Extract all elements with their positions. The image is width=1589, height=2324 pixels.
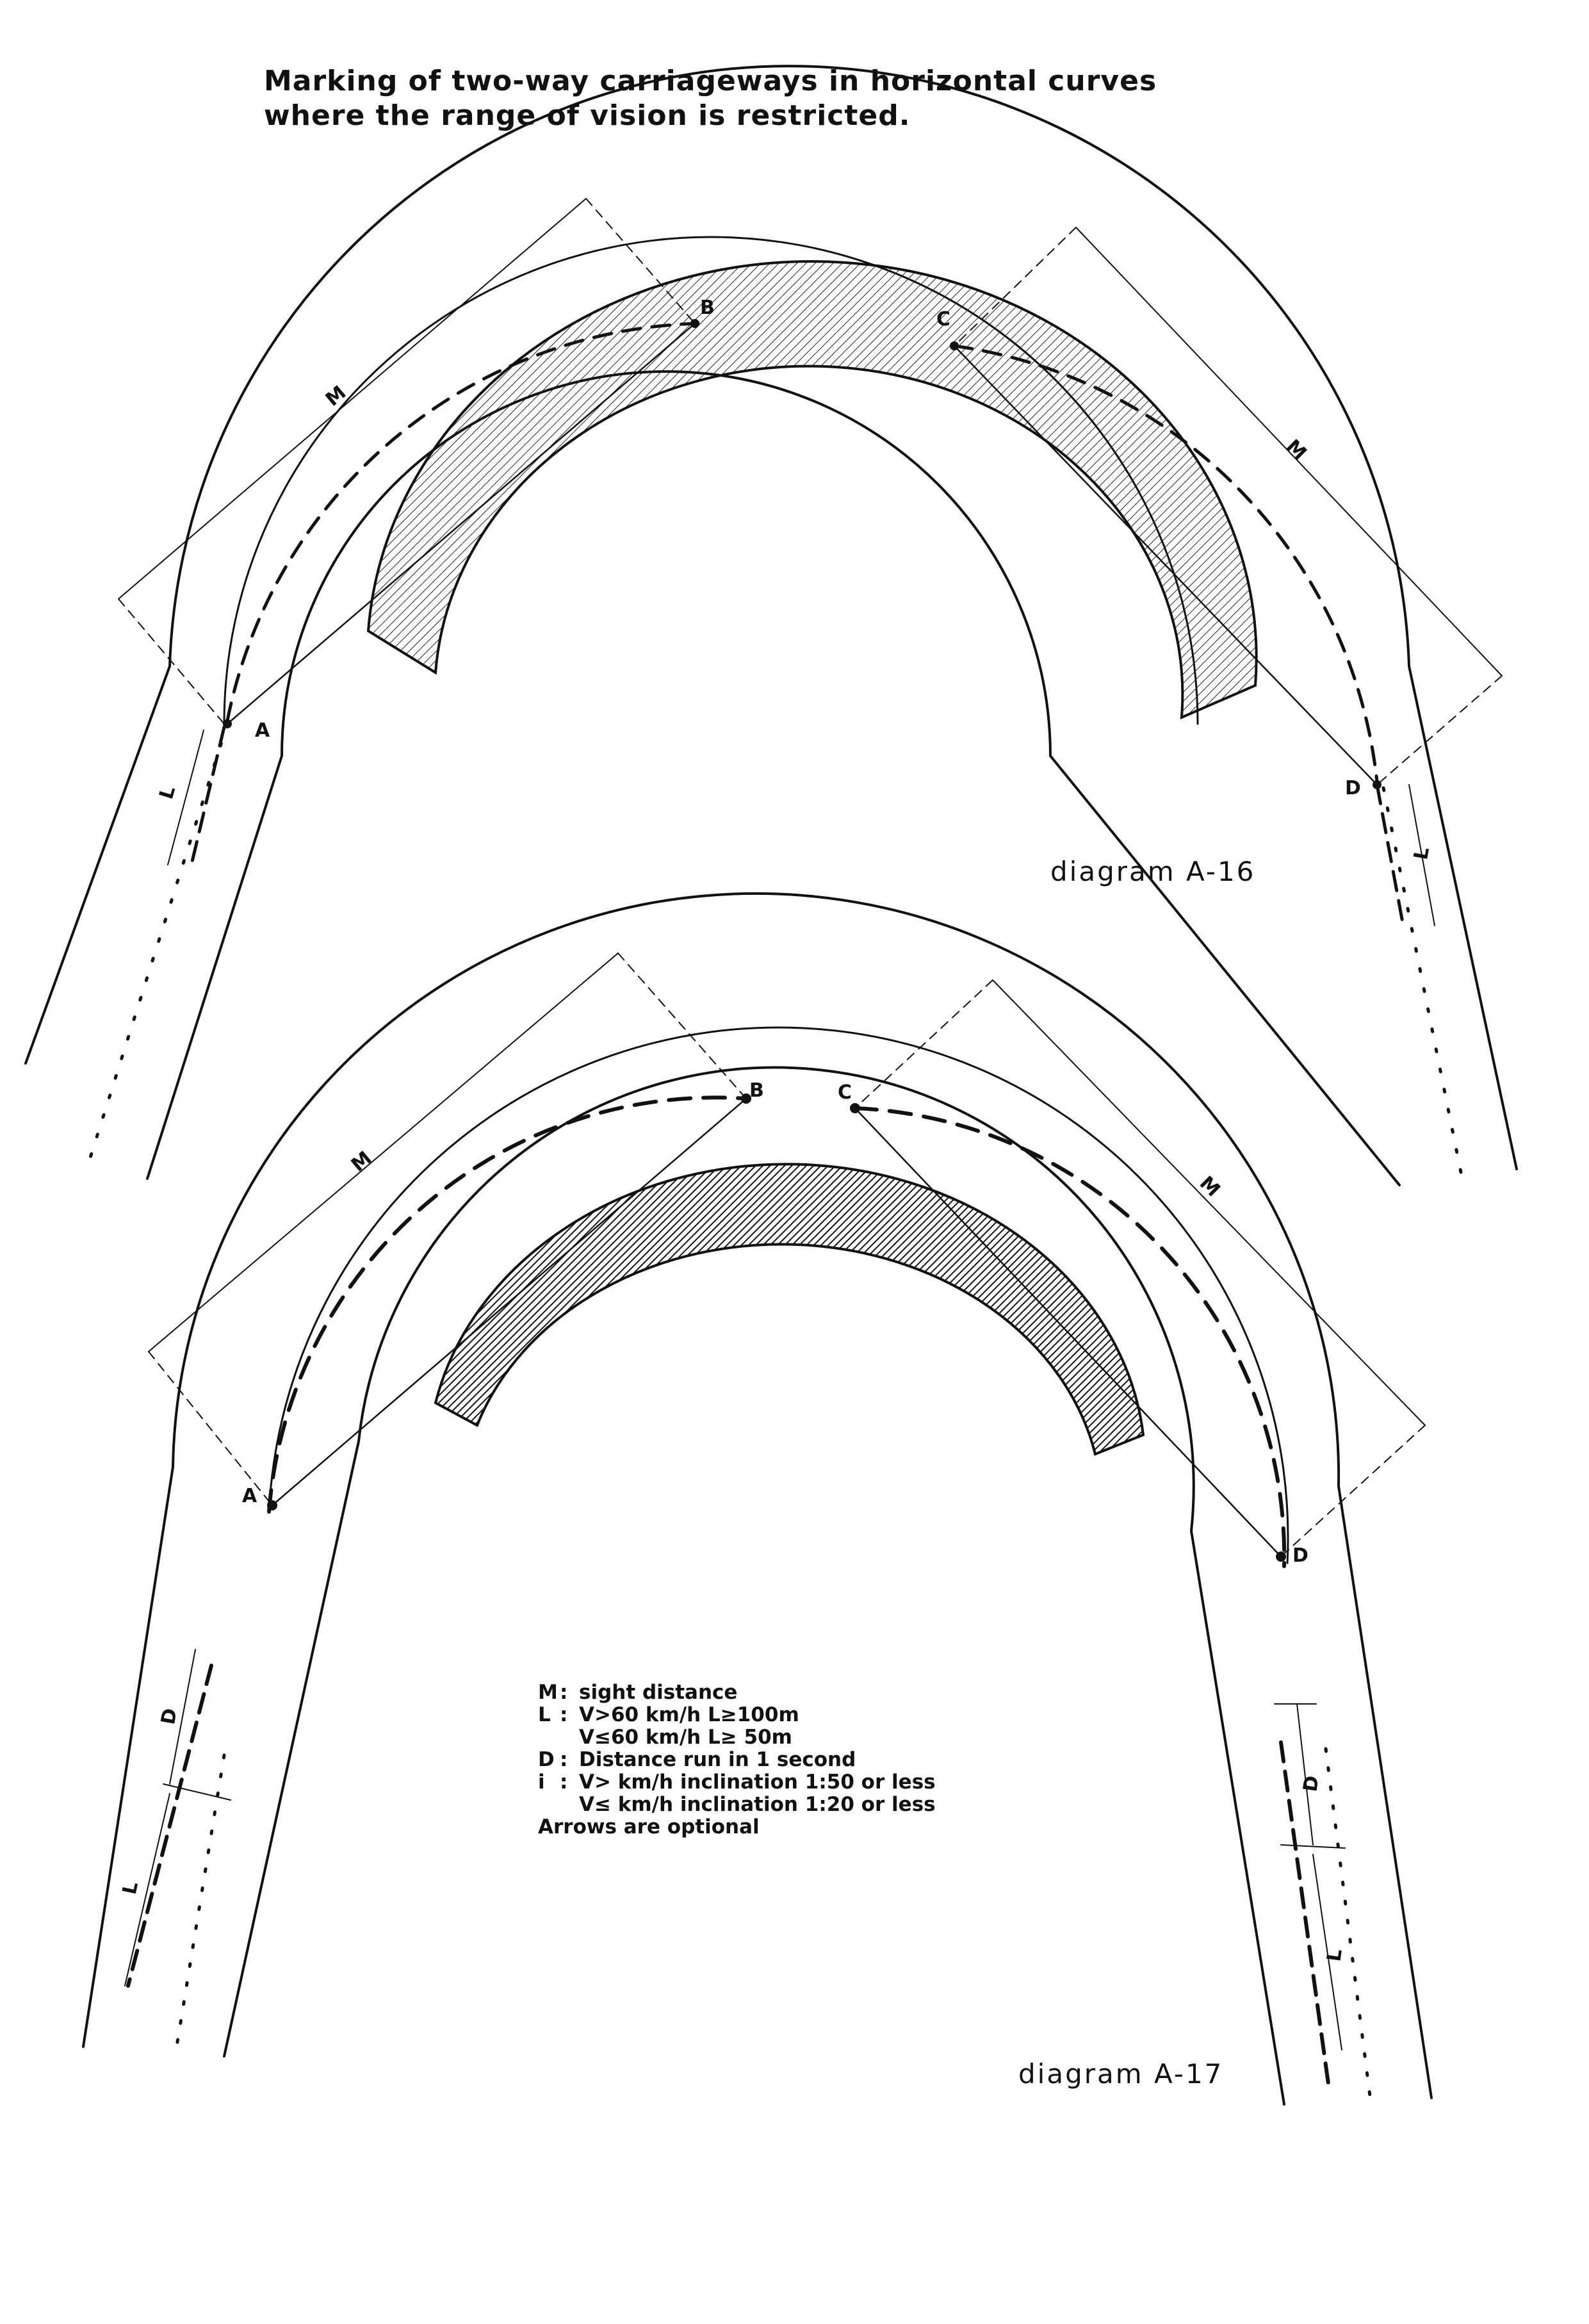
legend-row-d: D : Distance run in 1 second xyxy=(538,1749,1114,1771)
legend-row-i: i : V> km/h inclination 1:50 or less xyxy=(538,1771,1114,1794)
legend: M : sight distance L : V>60 km/h L≥100m … xyxy=(538,1682,1114,1838)
road-outer-edge xyxy=(82,892,1433,2099)
dim-m-left-ext2 xyxy=(585,198,696,324)
lane-dotted-left xyxy=(88,722,229,1161)
legend-text-i1: V> km/h inclination 1:50 or less xyxy=(579,1771,936,1794)
dim-d-right-tick2 xyxy=(1280,1844,1346,1849)
a16-label-a: A xyxy=(255,719,270,742)
legend-text-l1: V>60 km/h L≥100m xyxy=(579,1703,799,1726)
lane-dotted-right xyxy=(1381,786,1465,1187)
solid-segment-left xyxy=(190,725,226,863)
diagram-a16 xyxy=(24,65,1518,1187)
legend-text-d: Distance run in 1 second xyxy=(579,1748,856,1771)
legend-key-l: L xyxy=(538,1703,551,1726)
a16-label-m-right: M xyxy=(1282,435,1311,464)
point-b xyxy=(690,319,699,328)
a17-label-b: B xyxy=(749,1079,764,1102)
dim-l-left xyxy=(167,730,204,865)
title-line-2: where the range of vision is restricted. xyxy=(264,99,911,132)
legend-sep: : xyxy=(560,1748,568,1771)
legend-key-d: D xyxy=(538,1748,555,1771)
a17-label-d-right: D xyxy=(1299,1774,1323,1794)
diagram-a17 xyxy=(82,892,1433,2106)
legend-text-m: sight distance xyxy=(579,1681,738,1704)
a17-label-c: C xyxy=(838,1081,852,1104)
a17-label-a: A xyxy=(242,1485,257,1507)
lane-dashed-right-lower xyxy=(1279,1740,1331,2090)
point-a xyxy=(223,719,232,728)
dim-d-left-tick xyxy=(163,1783,231,1801)
dim-m-right xyxy=(992,979,1426,1426)
point-a xyxy=(267,1500,277,1510)
a16-caption: diagram A-16 xyxy=(1050,856,1255,887)
dim-l-right xyxy=(1312,1854,1342,2050)
dim-m-left-ext2 xyxy=(617,953,747,1099)
sight-line-ab xyxy=(271,1097,747,1507)
dim-m-right-ext2 xyxy=(1376,675,1503,785)
a16-label-b: B xyxy=(700,297,715,319)
legend-row-note: Arrows are optional xyxy=(538,1816,1114,1838)
sight-line-ab xyxy=(226,322,696,725)
a16-labels: A B C D M M L L diagram A-16 xyxy=(155,297,1434,887)
legend-sep: : xyxy=(560,1771,568,1794)
legend-key-i: i xyxy=(538,1771,545,1794)
lane-dotted-left xyxy=(174,1753,226,2052)
legend-text-i2: V≤ km/h inclination 1:20 or less xyxy=(579,1793,936,1816)
legend-row-l2: V≤60 km/h L≥ 50m xyxy=(538,1726,1114,1749)
legend-text-l2: V≤60 km/h L≥ 50m xyxy=(579,1726,792,1749)
lane-dashed-left xyxy=(267,1095,748,1514)
legend-note: Arrows are optional xyxy=(538,1815,760,1838)
legend-row-i2: V≤ km/h inclination 1:20 or less xyxy=(538,1794,1114,1816)
point-d xyxy=(1276,1551,1286,1562)
legend-key-m: M xyxy=(538,1681,558,1704)
dim-d-right xyxy=(1296,1703,1314,1845)
a17-label-l-left: L xyxy=(118,1879,143,1896)
legend-row-l: L : V>60 km/h L≥100m xyxy=(538,1704,1114,1726)
a16-label-c: C xyxy=(936,308,950,331)
dim-m-right-ext2 xyxy=(1280,1425,1426,1557)
dim-d-left xyxy=(169,1649,196,1785)
a16-label-d: D xyxy=(1345,777,1361,799)
a16-label-m-left: M xyxy=(322,381,350,411)
road-outer-edge xyxy=(24,65,1518,1170)
a17-label-d: D xyxy=(1292,1544,1308,1567)
dim-m-right xyxy=(1075,227,1503,676)
road-center-line xyxy=(268,1026,1289,1564)
solid-segment-right xyxy=(1375,783,1405,924)
sight-line-cd xyxy=(953,345,1378,786)
dim-m-left-ext1 xyxy=(148,1351,273,1506)
dim-m-right-ext1 xyxy=(954,227,1077,347)
dim-l-right xyxy=(1408,784,1435,926)
dim-m-left-ext1 xyxy=(118,598,225,724)
lane-dashed-right xyxy=(853,1106,1287,1568)
a17-label-m-left: M xyxy=(347,1147,376,1176)
point-b xyxy=(741,1093,751,1104)
lane-dashed-left-lower xyxy=(126,1664,213,1988)
vision-obstruction xyxy=(434,1163,1145,1456)
point-d xyxy=(1373,780,1381,789)
dim-m-left xyxy=(118,198,587,600)
dim-l-left xyxy=(124,1793,170,1986)
lane-dotted-right xyxy=(1324,1747,1373,2103)
road-inner-edge xyxy=(223,1066,1285,2106)
a16-label-l-right: L xyxy=(1410,846,1434,862)
dim-m-left xyxy=(148,953,619,1352)
sight-line-cd xyxy=(854,1107,1282,1558)
point-c xyxy=(950,341,959,350)
legend-row-m: M : sight distance xyxy=(538,1682,1114,1704)
a16-label-l-left: L xyxy=(155,783,180,802)
dim-m-right-ext1 xyxy=(854,979,993,1109)
legend-sep: : xyxy=(560,1703,568,1726)
a17-label-l-right: L xyxy=(1323,1948,1346,1963)
a17-caption: diagram A-17 xyxy=(1018,2058,1223,2090)
a17-label-m-right: M xyxy=(1195,1172,1225,1201)
a17-label-d-left: D xyxy=(157,1706,182,1726)
legend-sep: : xyxy=(560,1681,568,1704)
point-c xyxy=(850,1103,860,1113)
a17-labels: A B C D M M D L D L diagram A-17 xyxy=(118,1079,1347,2090)
